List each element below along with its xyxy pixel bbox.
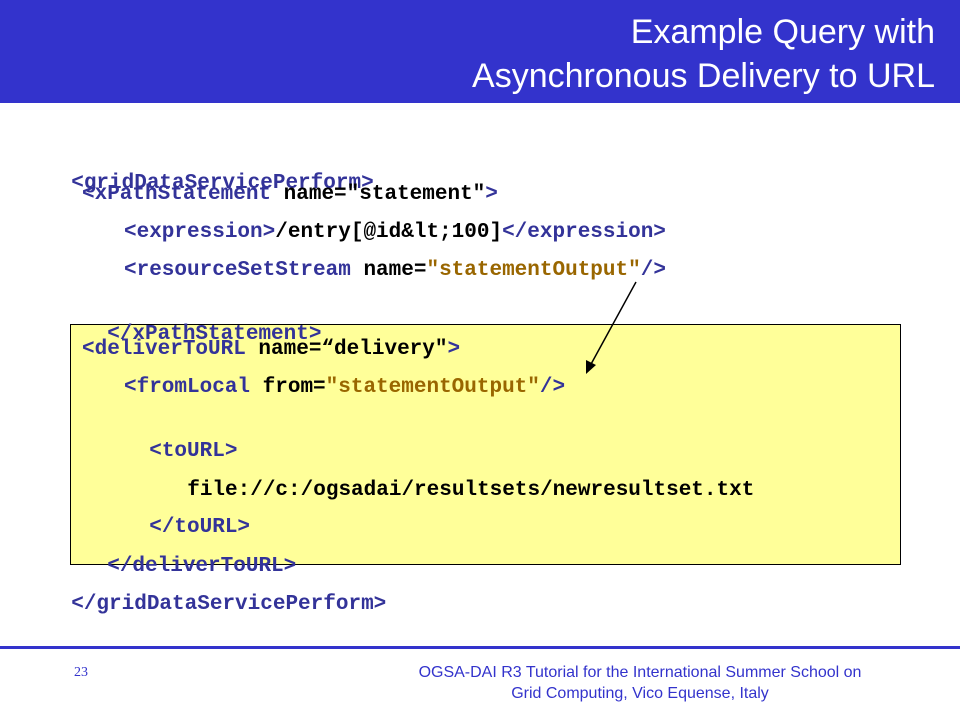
code-line-7: <fromLocal from="statementOutput"/> [124, 375, 565, 401]
code-tag: <expression> [124, 221, 276, 244]
footer-rule [0, 646, 960, 649]
arrow-line [589, 281, 637, 367]
code-tag: <xPathStatement [82, 183, 272, 206]
code-attr: name= [245, 338, 322, 361]
title-line-1: Example Query with [630, 13, 935, 51]
code-tag: </deliverToURL> [107, 555, 297, 578]
code-line-3: <expression>/entry[@id&lt;100]</expressi… [124, 220, 666, 246]
arrow-head [586, 360, 596, 374]
title-line-2: Asynchronous Delivery to URL [472, 57, 935, 95]
code-url-text: file://c:/ogsadai/resultsets/newresultse… [187, 479, 755, 502]
code-tag: <gridDataServicePerform> [71, 172, 374, 195]
code-tag: > [447, 338, 461, 361]
code-line-10: </toURL> [124, 489, 250, 541]
code-tag: <deliverToURL [82, 338, 246, 361]
code-line-9: file://c:/ogsadai/resultsets/newresultse… [162, 452, 754, 504]
code-tag: <toURL> [149, 440, 238, 463]
footer-line-1: OGSA-DAI R3 Tutorial for the Internation… [418, 664, 862, 681]
code-line-8: <toURL> [124, 413, 237, 465]
footer-text: OGSA-DAI R3 Tutorial for the Internation… [360, 662, 920, 704]
code-value: "statement" [346, 183, 486, 206]
code-value: "statementOutput" [325, 376, 540, 399]
title-bar: Example Query with Asynchronous Delivery… [0, 0, 960, 103]
code-line-2: <xPathStatement name="statement"> [82, 182, 498, 208]
code-tag: </toURL> [149, 516, 251, 539]
code-line-5: </xPathStatement> [82, 296, 321, 348]
code-value: “delivery" [321, 338, 448, 361]
code-tag: /> [640, 259, 666, 282]
code-tag: </expression> [502, 221, 666, 244]
code-attr: name= [350, 259, 427, 282]
code-attr: from= [250, 376, 326, 399]
code-tag: <fromLocal [124, 376, 251, 399]
code-text: /entry[@id&lt;100] [275, 221, 503, 244]
code-tag: > [485, 183, 498, 206]
footer-line-2: Grid Computing, Vico Equense, Italy [511, 685, 769, 702]
slide-title: Example Query with Asynchronous Delivery… [235, 10, 935, 98]
code-value: "statementOutput" [426, 259, 641, 282]
code-line-6: <deliverToURL name=“delivery"> [82, 337, 460, 363]
code-line-1: <gridDataServicePerform> [46, 145, 374, 197]
deliver-to-url-highlight [70, 324, 901, 565]
code-tag: </gridDataServicePerform> [71, 593, 387, 616]
page-number: 23 [74, 665, 88, 680]
code-tag: /> [539, 376, 566, 399]
code-attr: name= [271, 183, 347, 206]
code-tag: <resourceSetStream [124, 259, 351, 282]
code-line-4: <resourceSetStream name="statementOutput… [124, 258, 666, 284]
code-tag: </xPathStatement> [107, 323, 322, 346]
code-line-11: </deliverToURL> [82, 528, 296, 580]
code-line-12: </gridDataServicePerform> [46, 566, 386, 618]
